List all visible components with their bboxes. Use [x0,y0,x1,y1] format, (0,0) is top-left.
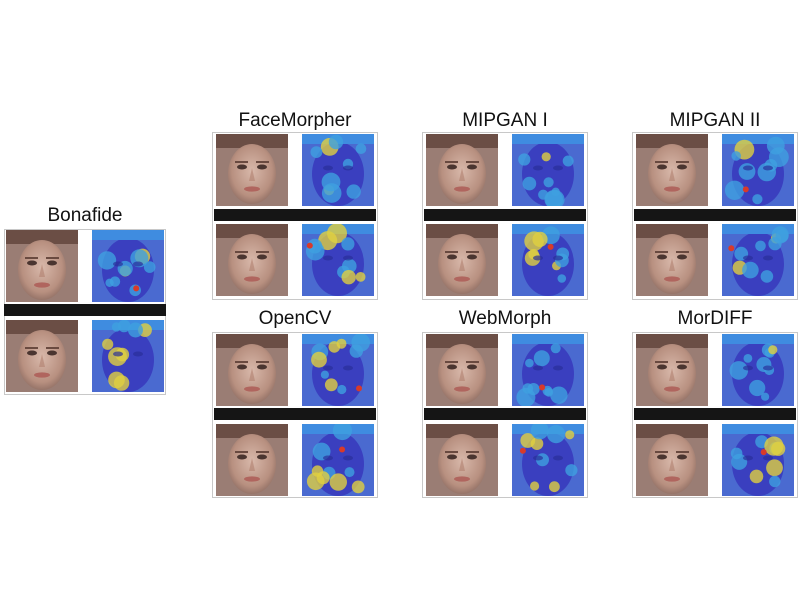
face-image [636,424,708,496]
face-image [216,334,288,406]
face-image [216,424,288,496]
saliency-heatmap [722,224,794,296]
panel-title: WebMorph [458,308,552,329]
panel-title: MIPGAN II [669,110,761,131]
panel-title: FaceMorpher [238,110,352,131]
separator-bar [214,408,376,420]
saliency-heatmap [512,334,584,406]
separator-bar [424,408,586,420]
panel-title: MorDIFF [677,308,753,329]
saliency-heatmap [512,224,584,296]
saliency-heatmap [302,424,374,496]
panel-title: Bonafide [47,205,123,226]
panel-title: OpenCV [258,308,332,329]
face-image [426,134,498,206]
face-image [6,320,78,392]
separator-bar [634,408,796,420]
saliency-heatmap [512,134,584,206]
face-image [426,424,498,496]
saliency-heatmap [92,320,164,392]
panel-title: MIPGAN I [462,110,548,131]
saliency-heatmap [722,334,794,406]
saliency-heatmap [302,334,374,406]
separator-bar [424,209,586,221]
separator-bar [634,209,796,221]
face-image [6,230,78,302]
face-image [426,224,498,296]
face-image [216,134,288,206]
face-image [636,334,708,406]
face-image [636,224,708,296]
face-image [426,334,498,406]
saliency-heatmap [92,230,164,302]
face-image [216,224,288,296]
saliency-heatmap [512,424,584,496]
saliency-heatmap [722,424,794,496]
saliency-heatmap [302,134,374,206]
face-image [636,134,708,206]
saliency-heatmap [722,134,794,206]
separator-bar [214,209,376,221]
saliency-heatmap [302,224,374,296]
separator-bar [4,304,166,316]
